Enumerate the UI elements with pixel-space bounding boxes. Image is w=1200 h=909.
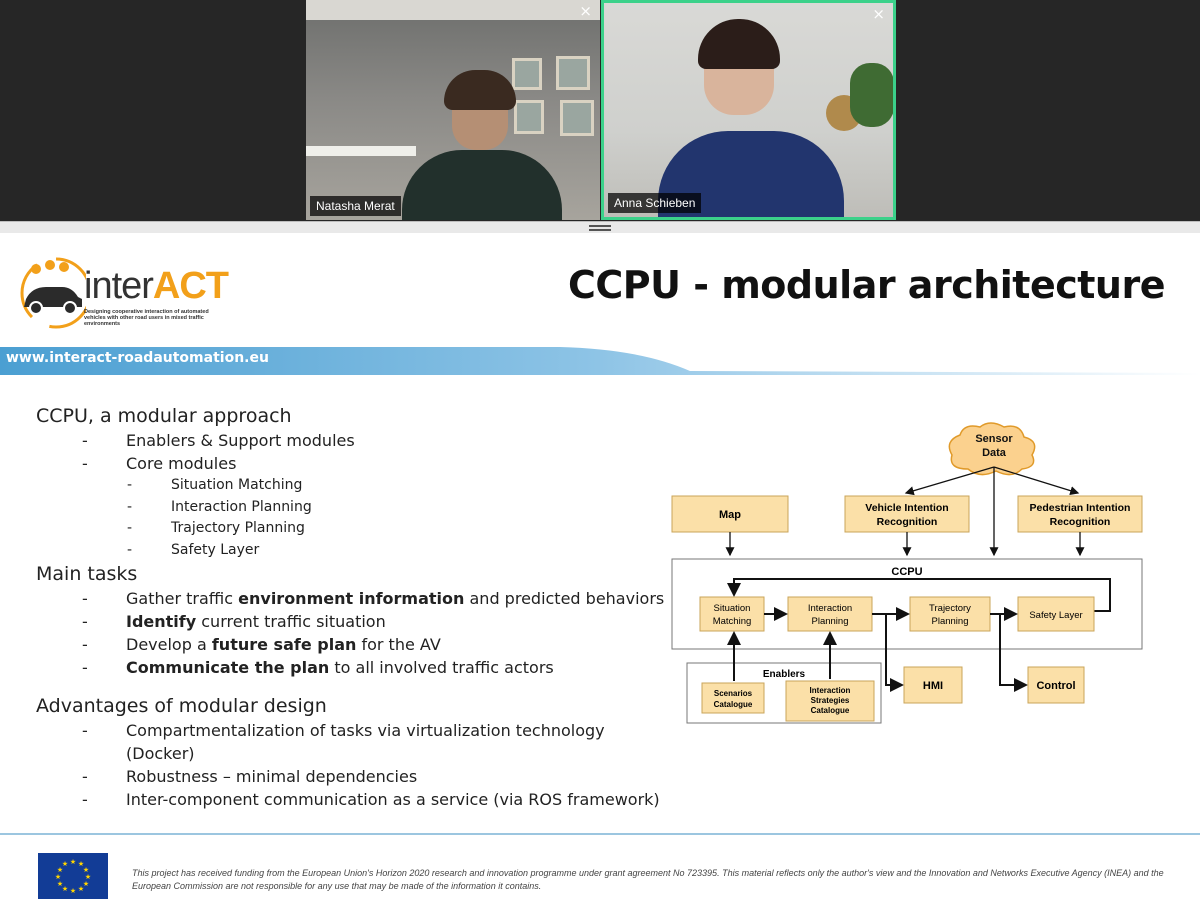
svg-text:Planning: Planning: [812, 616, 849, 627]
safety-layer-box: [1017, 596, 1095, 632]
data-label: Data: [982, 447, 1007, 459]
svg-text:Interaction: Interaction: [808, 603, 852, 614]
slide-title: CCPU - modular architecture: [568, 263, 1166, 307]
participant-name: Anna Schieben: [608, 193, 702, 213]
drag-grip-icon[interactable]: [589, 225, 611, 231]
svg-text:★: ★: [57, 866, 63, 874]
svg-text:★: ★: [62, 885, 68, 893]
close-icon[interactable]: ×: [579, 2, 592, 20]
wall-picture: [512, 58, 542, 90]
svg-text:Trajectory: Trajectory: [929, 603, 971, 614]
ccpu-architecture-diagram: Sensor Data Map Vehicle Intention Recogn…: [671, 422, 1143, 724]
mantel: [306, 146, 416, 156]
svg-text:Vehicle Intention: Vehicle Intention: [865, 502, 948, 514]
svg-text:Enablers: Enablers: [763, 669, 806, 680]
list-item: Communicate the plan to all involved tra…: [36, 656, 676, 679]
map-box: [671, 495, 789, 533]
svg-text:Recognition: Recognition: [877, 516, 938, 528]
wall-picture: [514, 100, 544, 134]
svg-text:Catalogue: Catalogue: [714, 700, 753, 709]
control-box: [1027, 666, 1085, 704]
svg-text:★: ★: [78, 885, 84, 893]
video-strip: × Natasha Merat × Anna Schieben: [0, 0, 1200, 222]
list-item: Enablers & Support modules: [36, 429, 676, 452]
slide-body: CCPU, a modular approach Enablers & Supp…: [36, 403, 676, 811]
sensor-data-cloud: Sensor Data: [948, 422, 1036, 476]
sub-list-item: Situation Matching: [36, 475, 676, 497]
person-body: [402, 150, 562, 220]
list-item: Robustness – minimal dependencies: [36, 765, 676, 788]
vehicle-intention-box: [844, 495, 970, 533]
svg-text:Interaction: Interaction: [810, 686, 851, 695]
svg-text:Safety Layer: Safety Layer: [1029, 610, 1082, 621]
svg-text:Strategies: Strategies: [811, 696, 850, 705]
list-item: Core modules: [36, 452, 676, 475]
wall-picture: [560, 100, 594, 136]
resize-handle[interactable]: [0, 221, 1200, 233]
sub-list-item: Interaction Planning: [36, 497, 676, 519]
pedestrian-intention-box: [1017, 495, 1143, 533]
svg-text:★: ★: [70, 858, 76, 866]
svg-text:Matching: Matching: [713, 616, 752, 627]
svg-text:★: ★: [83, 880, 89, 888]
video-tile-anna-schieben[interactable]: × Anna Schieben: [601, 0, 896, 220]
list-item: Inter-component communication as a servi…: [36, 788, 676, 811]
funding-disclaimer: This project has received funding from t…: [132, 868, 1164, 891]
svg-text:★: ★: [78, 860, 84, 868]
section-heading-approach: CCPU, a modular approach: [36, 405, 292, 427]
person-hair: [444, 70, 516, 110]
svg-text:Catalogue: Catalogue: [811, 706, 850, 715]
svg-text:Control: Control: [1036, 680, 1075, 692]
list-item: Gather traffic environment information a…: [36, 587, 676, 610]
scenarios-catalogue-box: [701, 682, 765, 714]
svg-text:Scenarios: Scenarios: [714, 689, 753, 698]
list-item: Compartmentalization of tasks via virtua…: [36, 719, 676, 765]
logo-car-icon: [20, 257, 92, 329]
shared-slide: interACT Designing cooperative interacti…: [0, 233, 1200, 909]
svg-text:★: ★: [62, 860, 68, 868]
participant-name: Natasha Merat: [310, 196, 401, 216]
video-tile-natasha-merat[interactable]: × Natasha Merat: [306, 0, 600, 220]
hmi-box: [903, 666, 963, 704]
close-icon[interactable]: ×: [872, 5, 885, 23]
svg-text:Planning: Planning: [932, 616, 969, 627]
interaction-strategies-box: [785, 680, 875, 722]
svg-text:★: ★: [83, 866, 89, 874]
svg-text:★: ★: [70, 887, 76, 895]
ceiling: [306, 0, 600, 20]
svg-text:Situation: Situation: [714, 603, 751, 614]
url-band: [0, 347, 1200, 375]
plant: [850, 63, 893, 127]
interact-logo: interACT Designing cooperative interacti…: [16, 251, 229, 331]
svg-text:★: ★: [55, 873, 61, 881]
svg-text:Pedestrian Intention: Pedestrian Intention: [1030, 502, 1131, 514]
list-item: Identify current traffic situation: [36, 610, 676, 633]
wall-picture: [556, 56, 590, 90]
ccpu-label: CCPU: [891, 566, 922, 578]
sensor-label: Sensor: [975, 433, 1013, 445]
logo-tagline: Designing cooperative interaction of aut…: [84, 309, 209, 327]
sub-list-item: Trajectory Planning: [36, 518, 676, 540]
eu-flag-icon: ★★★ ★★★ ★★★ ★★★: [38, 853, 108, 899]
svg-text:Recognition: Recognition: [1050, 516, 1111, 528]
svg-text:HMI: HMI: [923, 680, 943, 692]
logo-wordmark: interACT: [84, 265, 229, 307]
list-item: Develop a future safe plan for the AV: [36, 633, 676, 656]
interaction-planning-box: [787, 596, 873, 632]
svg-text:★: ★: [57, 880, 63, 888]
sub-list-item: Safety Layer: [36, 540, 676, 562]
section-heading-advantages: Advantages of modular design: [36, 695, 327, 717]
map-label: Map: [719, 509, 741, 521]
svg-text:★: ★: [85, 873, 91, 881]
section-heading-tasks: Main tasks: [36, 563, 138, 585]
footer-divider: [0, 833, 1200, 835]
website-url: www.interact-roadautomation.eu: [6, 350, 269, 366]
person-hair: [698, 19, 780, 69]
